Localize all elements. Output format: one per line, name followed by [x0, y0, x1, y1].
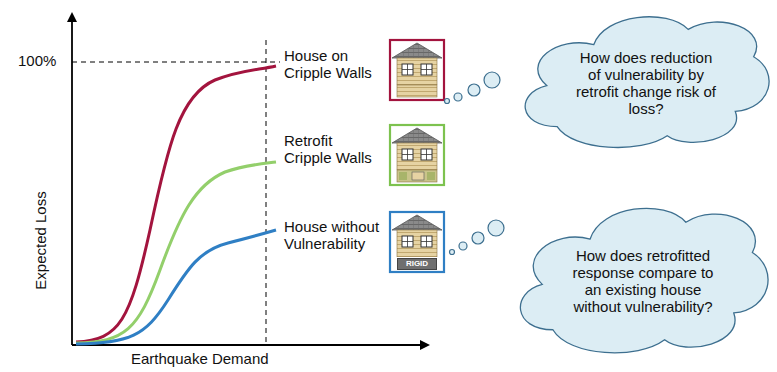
- axis-title: Earthquake Demand: [131, 350, 269, 367]
- thought-cloud: How does retrofitted response compare to…: [505, 192, 771, 360]
- rigid-foundation: RIGID: [397, 258, 437, 270]
- question-text: How does reduction of vulnerability by r…: [575, 49, 717, 117]
- thought-cloud: How does reduction of vulnerability by r…: [510, 2, 772, 154]
- foundation-label: RIGID: [398, 259, 436, 269]
- question-text: How does retrofitted response compare to…: [564, 247, 722, 315]
- curve-label: House on Cripple Walls: [284, 47, 384, 81]
- curve-label: Retrofit Cripple Walls: [284, 132, 384, 166]
- curve-label: House without Vulnerability: [284, 218, 384, 252]
- axis-value: 100%: [18, 52, 56, 69]
- axis-title: Expected Loss: [32, 191, 49, 289]
